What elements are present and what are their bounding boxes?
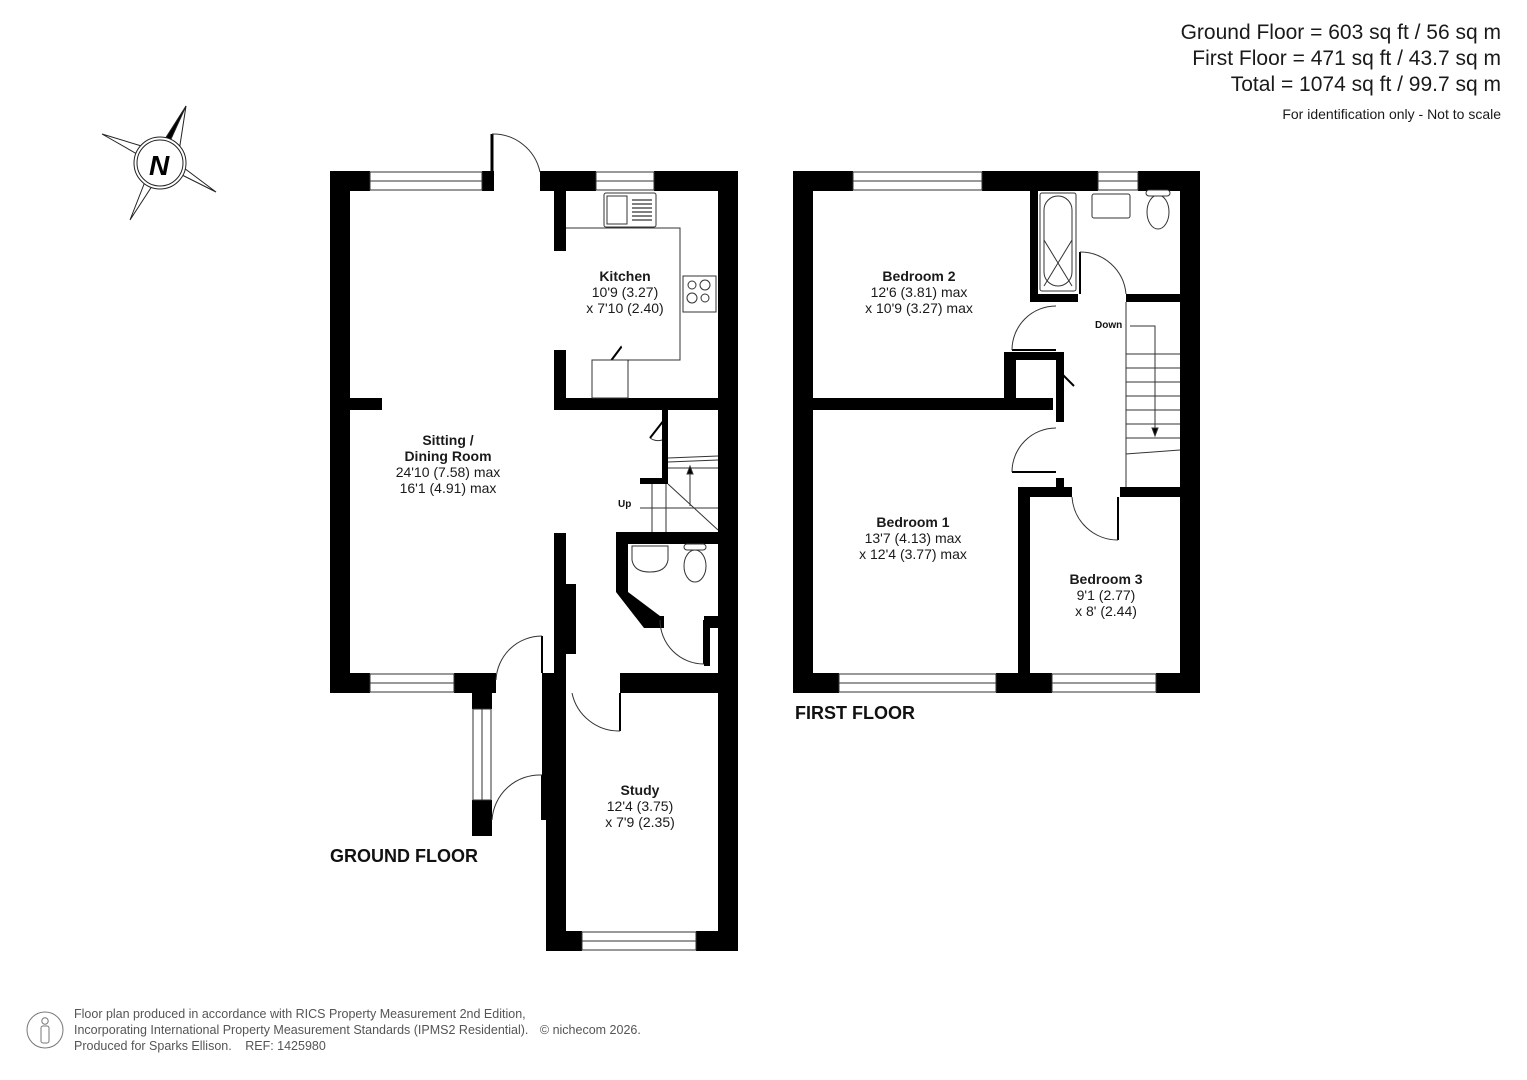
stairs-up-label: Up [618,499,632,510]
room-name: Bedroom 3 [1069,571,1143,587]
room-label-bedroom-1: Bedroom 1 13'7 (4.13) max x 12'4 (3.77) … [859,514,967,562]
ground-floor-doors [490,133,705,821]
room-label-sitting-dining: Sitting / Dining Room 24'10 (7.58) max 1… [396,432,501,496]
footer-credits: Floor plan produced in accordance with R… [74,1006,641,1054]
ground-floor-windows [369,171,697,951]
room-dimension: 9'1 (2.77) [1076,587,1136,603]
room-name: Study [620,782,660,798]
first-floor-windows [838,171,1157,693]
sink-drainer-icon [632,199,652,221]
ground-stairs [640,455,719,532]
total-area: Total = 1074 sq ft / 99.7 sq m [1230,73,1501,96]
area-summary: Ground Floor = 603 sq ft / 56 sq m First… [1181,20,1501,124]
room-dimension: 16'1 (4.91) max [399,480,497,496]
footer-line-1: Floor plan produced in accordance with R… [74,1007,526,1021]
room-dimension: x 7'9 (2.35) [605,814,675,830]
scale-disclaimer: For identification only - Not to scale [1282,106,1501,122]
room-dimension: 13'7 (4.13) max [864,530,962,546]
ground-floor-walls [330,171,738,951]
svg-text:N: N [149,150,170,181]
room-dimension: 10'9 (3.27) [591,284,659,300]
room-name: Bedroom 2 [882,268,956,284]
room-name: Dining Room [404,448,492,464]
room-dimension: 12'4 (3.75) [606,798,674,814]
first-floor-walls [793,171,1200,693]
room-name: Kitchen [599,268,651,284]
room-label-study: Study 12'4 (3.75) x 7'9 (2.35) [605,782,675,830]
ground-floor-title: GROUND FLOOR [330,846,478,866]
room-label-bedroom-2: Bedroom 2 12'6 (3.81) max x 10'9 (3.27) … [865,268,973,316]
stairs-down-label: Down [1095,320,1123,331]
wc-fixtures [631,543,707,583]
room-dimension: x 10'9 (3.27) max [865,300,973,316]
copyright: © nichecom 2026. [539,1023,641,1037]
person-badge-icon [26,1011,64,1049]
first-stairs [1125,302,1181,487]
room-dimension: x 12'4 (3.77) max [859,546,967,562]
reference-number: REF: 1425980 [245,1039,326,1053]
north-compass-icon: N [101,105,217,221]
hob-icon [682,275,717,313]
room-dimension: x 7'10 (2.40) [586,300,664,316]
room-dimension: 12'6 (3.81) max [870,284,968,300]
room-name: Bedroom 1 [876,514,950,530]
kitchen-fixtures [566,192,717,399]
room-label-kitchen: Kitchen 10'9 (3.27) x 7'10 (2.40) [586,268,663,316]
footer-line-2: Incorporating International Property Mea… [74,1023,529,1037]
ground-floor-area: Ground Floor = 603 sq ft / 56 sq m [1180,21,1501,44]
room-label-bedroom-3: Bedroom 3 9'1 (2.77) x 8' (2.44) [1069,571,1142,619]
first-floor-doors [1011,251,1127,541]
first-floor-area: First Floor = 471 sq ft / 43.7 sq m [1192,47,1501,70]
bathroom-fixtures [1039,189,1171,292]
room-dimension: x 8' (2.44) [1075,603,1137,619]
footer-line-3: Produced for Sparks Ellison. [74,1039,232,1053]
room-dimension: 24'10 (7.58) max [395,464,501,480]
first-floor-title: FIRST FLOOR [795,703,915,723]
room-name: Sitting / [422,432,474,448]
